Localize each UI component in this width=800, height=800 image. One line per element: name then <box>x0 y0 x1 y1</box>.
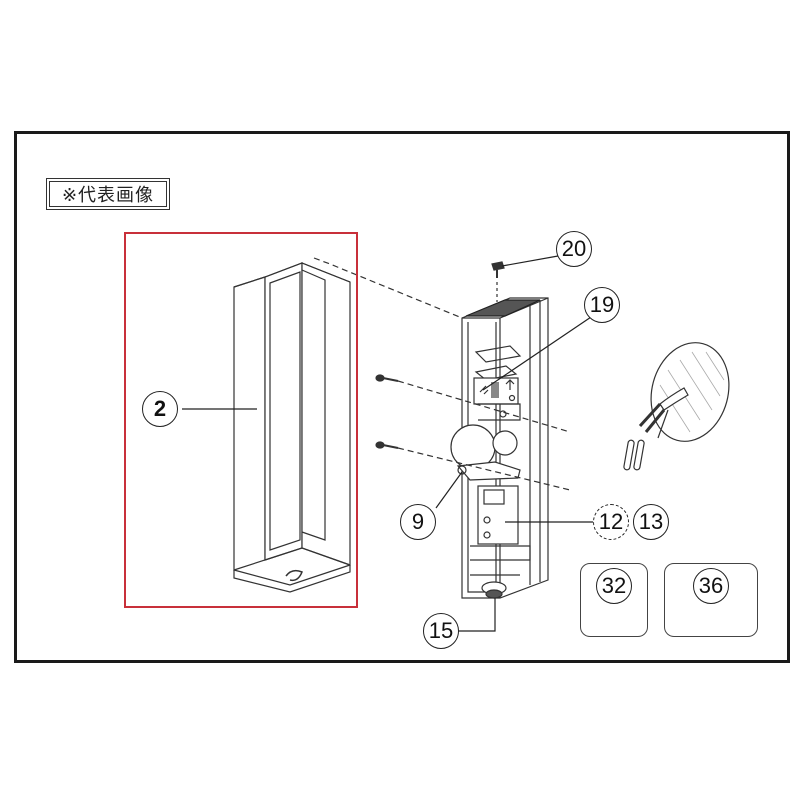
leader-9 <box>435 471 463 509</box>
callout-part-32: 32 <box>596 568 632 604</box>
main-unit-illustration <box>450 297 549 599</box>
callout-part-13: 13 <box>633 504 669 540</box>
mounting-screws-left <box>375 374 571 491</box>
front-cover-highlight-box <box>124 232 358 608</box>
representative-image-note: ※代表画像 <box>46 178 170 210</box>
callout-part-36: 36 <box>693 568 729 604</box>
note-label: ※代表画像 <box>49 181 167 207</box>
leader-20 <box>501 255 559 267</box>
callout-part-9: 9 <box>400 504 436 540</box>
callout-part-19: 19 <box>584 287 620 323</box>
screw-20-illustration <box>491 261 505 302</box>
leader-19 <box>482 312 598 391</box>
callout-part-15: 15 <box>423 613 459 649</box>
wall-cable-illustration <box>623 342 730 471</box>
leader-15 <box>458 598 496 632</box>
callout-part-20: 20 <box>556 231 592 267</box>
diagram-frame <box>14 131 790 663</box>
front-cover-illustration <box>233 257 463 593</box>
callout-part-2: 2 <box>142 391 178 427</box>
callout-part-12: 12 <box>593 504 629 540</box>
